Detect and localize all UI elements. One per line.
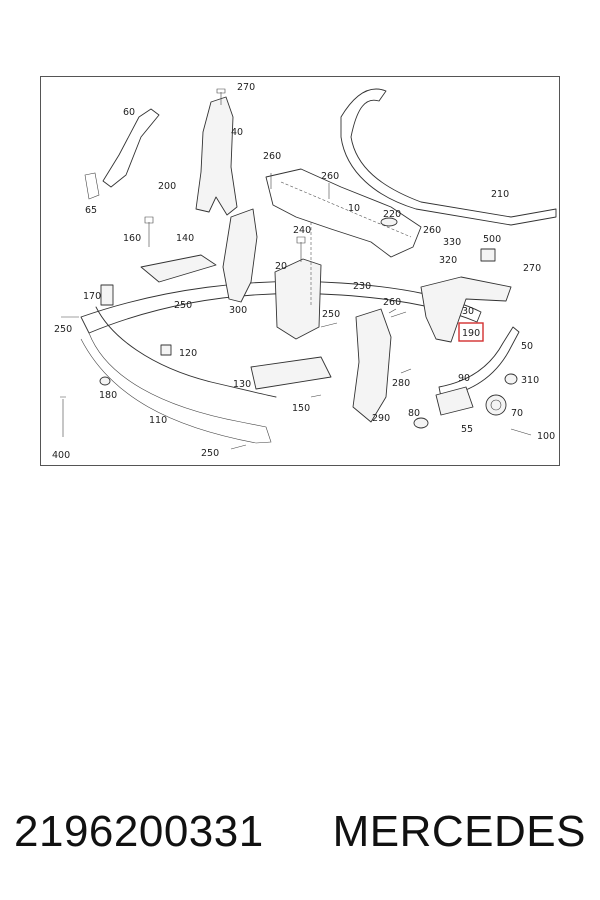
callout-260: 260 — [423, 225, 441, 236]
callout-210: 210 — [491, 189, 509, 200]
callout-130: 130 — [233, 379, 251, 390]
part-70-bushing-inner — [490, 399, 502, 411]
callout-170: 170 — [83, 291, 101, 302]
part-70-bushing — [485, 394, 507, 416]
part-20-mount — [274, 258, 322, 340]
part-50-control-arm — [438, 326, 520, 398]
part-500-block — [480, 248, 496, 262]
callout-70: 70 — [511, 408, 523, 419]
callout-300: 300 — [229, 305, 247, 316]
callout-400: 400 — [52, 450, 70, 461]
callout-65: 65 — [85, 205, 97, 216]
callout-20: 20 — [275, 261, 287, 272]
callout-100: 100 — [537, 431, 555, 442]
part-120-nut — [160, 344, 172, 356]
parts-diagram: 270 60 40 260 260 200 65 10 210 220 260 … — [40, 76, 560, 466]
part-30-bracket — [420, 276, 512, 343]
callout-190-highlighted: 190 — [462, 328, 480, 339]
bolts — [60, 88, 532, 450]
callout-280: 280 — [392, 378, 410, 389]
part-front-arc — [95, 306, 277, 398]
callout-250: 250 — [201, 448, 219, 459]
callout-180: 180 — [99, 390, 117, 401]
part-140-arm — [140, 254, 217, 283]
callout-110: 110 — [149, 415, 167, 426]
callout-260: 260 — [321, 171, 339, 182]
part-65-clip — [84, 172, 100, 200]
callout-55: 55 — [461, 424, 473, 435]
callout-90: 90 — [458, 373, 470, 384]
callout-160: 160 — [123, 233, 141, 244]
part-10-cross-member — [265, 168, 422, 258]
callout-250: 250 — [174, 300, 192, 311]
part-80-bushing — [413, 417, 429, 429]
callout-labels: 270 60 40 260 260 200 65 10 210 220 260 … — [52, 82, 555, 461]
callout-80: 80 — [408, 408, 420, 419]
callout-230: 230 — [353, 281, 371, 292]
part-290-bracket — [352, 308, 392, 423]
part-110-bumper-bar-lower — [80, 332, 272, 444]
callout-320: 320 — [439, 255, 457, 266]
callout-40: 40 — [231, 127, 243, 138]
callout-260: 260 — [263, 151, 281, 162]
callout-250: 250 — [54, 324, 72, 335]
callout-250: 250 — [322, 309, 340, 320]
part-310-nut — [504, 373, 518, 385]
callout-330: 330 — [443, 237, 461, 248]
callout-240: 240 — [293, 225, 311, 236]
callout-150: 150 — [292, 403, 310, 414]
callout-270: 270 — [237, 82, 255, 93]
part-55-bracket — [435, 386, 474, 416]
brand-name: MERCEDES — [332, 807, 586, 856]
part-10-dash-line — [280, 181, 412, 238]
part-40-upright — [195, 96, 238, 216]
callout-290: 290 — [372, 413, 390, 424]
part-130-beam — [250, 356, 332, 390]
callout-50: 50 — [521, 341, 533, 352]
part-60-bracket — [102, 108, 160, 188]
callout-140: 140 — [176, 233, 194, 244]
callout-30: 30 — [462, 306, 474, 317]
part-300-mount — [222, 208, 258, 303]
callout-220: 220 — [383, 209, 401, 220]
callout-200: 200 — [158, 181, 176, 192]
callout-270: 270 — [523, 263, 541, 274]
callout-260: 260 — [383, 297, 401, 308]
part-180-nut — [99, 376, 111, 386]
part-number: 2196200331 — [14, 807, 264, 856]
callout-310: 310 — [521, 375, 539, 386]
callout-60: 60 — [123, 107, 135, 118]
highlight-box-190 — [458, 322, 484, 342]
callout-500: 500 — [483, 234, 501, 245]
callout-120: 120 — [179, 348, 197, 359]
part-220-washer — [380, 217, 398, 227]
part-210-rail — [340, 88, 557, 226]
callout-10: 10 — [348, 203, 360, 214]
product-footer: 2196200331 MERCEDES — [14, 800, 586, 864]
parts-diagram-drawing: 270 60 40 260 260 200 65 10 210 220 260 … — [52, 82, 557, 461]
part-170-sleeve — [100, 284, 114, 306]
